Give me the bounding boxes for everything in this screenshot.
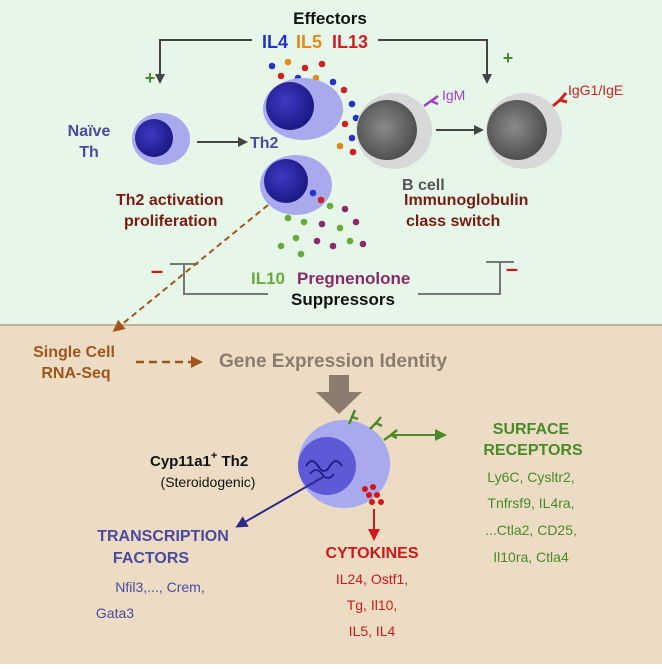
single-cell-label: Single Cell	[33, 344, 115, 361]
cyp-cytokine-dots	[362, 484, 384, 505]
minus-sign-left: –	[151, 258, 163, 283]
th2-label: Th2	[250, 135, 279, 152]
transcription-title: TRANSCRIPTION	[97, 528, 229, 545]
th2-cell-lower	[260, 155, 332, 215]
cytokine-item: Tg, Il10,	[347, 597, 398, 613]
plus-sign-right: +	[503, 48, 514, 68]
surface-title: SURFACE	[493, 421, 570, 438]
igm-label: IgM	[442, 87, 465, 103]
th2-activation-label: Th2 activation	[116, 192, 224, 209]
naive-th-cell	[132, 113, 190, 165]
tf-item: Gata3	[96, 605, 134, 621]
il4-label: IL4	[262, 32, 288, 52]
igg-ige-label: IgG1/IgE	[568, 82, 623, 98]
surface-item: Il10ra, Ctla4	[493, 549, 569, 565]
il5-label: IL5	[296, 32, 322, 52]
b-cell-igg	[486, 92, 568, 169]
cytokines-title: CYTOKINES	[325, 545, 418, 562]
class-switch-label: class switch	[406, 213, 500, 230]
il13-label: IL13	[332, 32, 368, 52]
proliferation-label: proliferation	[124, 213, 217, 230]
th2-cytokine-dot	[317, 196, 325, 204]
cytokine-item: IL24, Ostf1,	[336, 571, 408, 587]
effectors-label: Effectors	[293, 9, 367, 28]
factors-title: FACTORS	[113, 550, 189, 567]
il10-label: IL10	[251, 269, 285, 288]
cyp11a1-th2-cell	[298, 409, 398, 508]
surface-item: Tnfrsf9, IL4ra,	[487, 495, 574, 511]
plus-sign-left: +	[145, 68, 156, 88]
suppressors-label: Suppressors	[291, 290, 395, 309]
th2-cytokine-dot	[309, 189, 317, 197]
top-panel	[0, 0, 662, 325]
rna-seq-label: RNA-Seq	[41, 365, 110, 382]
b-cell-igm	[356, 93, 439, 169]
cytokine-item: IL5, IL4	[349, 623, 396, 639]
b-cell-label: B cell	[402, 177, 445, 194]
suppressor-dots	[277, 202, 367, 258]
scrnaseq-dashed-arrow	[112, 204, 269, 332]
surface-item: Ly6C, Cysltr2,	[487, 469, 574, 485]
minus-sign-right: –	[506, 256, 518, 281]
inhibition-line-right	[418, 261, 514, 295]
immunoglobulin-label: Immunoglobulin	[404, 192, 528, 209]
effector-feedback-arrow-right	[378, 39, 492, 84]
pregnenolone-label: Pregnenolone	[297, 269, 410, 288]
th2-cell-upper	[263, 78, 343, 140]
tf-item: Nfil3,..., Crem,	[115, 579, 204, 595]
inhibition-line-left	[170, 263, 268, 295]
steroidogenic-label: (Steroidogenic)	[161, 474, 256, 490]
to-transcription-factors-arrow	[235, 475, 326, 528]
surface-item: ...Ctla2, CD25,	[485, 522, 577, 538]
cyp11a1-th2-label: Cyp11a1+ Th2	[150, 450, 248, 470]
naive-label: Naïve	[68, 123, 111, 140]
effector-cytokine-dots	[268, 58, 360, 156]
effector-feedback-arrow-left	[155, 39, 252, 84]
identity-down-arrow	[316, 375, 362, 414]
receptors-title: RECEPTORS	[483, 442, 583, 459]
naive-th-label: Th	[79, 144, 99, 161]
gene-expression-identity-label: Gene Expression Identity	[219, 351, 447, 372]
